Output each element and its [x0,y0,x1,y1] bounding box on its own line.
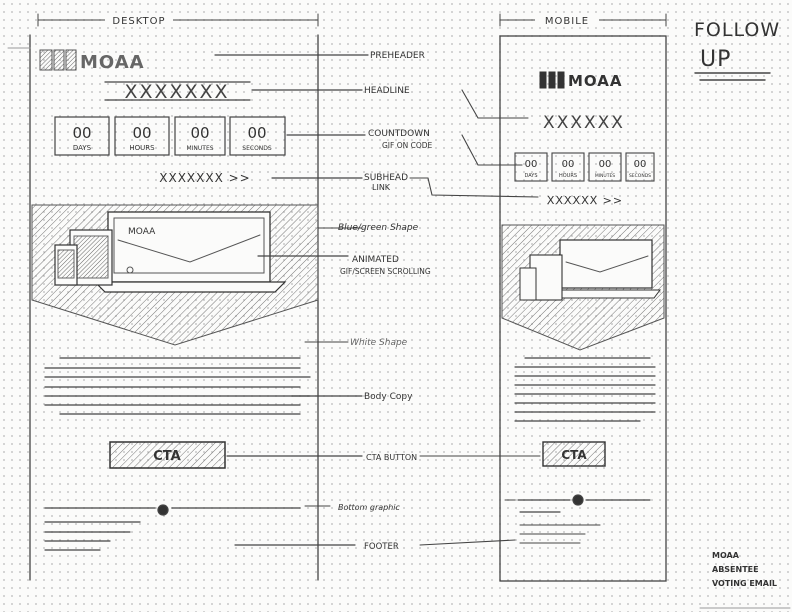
annotation-body-copy: Body Copy [364,392,413,402]
mobile-logo-text: MOAA [568,72,623,90]
mobile-phone-icon [519,267,537,301]
desktop-bottom-graphic [44,504,301,523]
desktop-countdown-days-value: 00 [72,124,91,142]
email-note-line3: VOTING EMAIL [712,579,777,588]
mobile-countdown-seconds-unit: SECONDS [629,173,651,179]
annotation-countdown-sub: GIF ON CODE [382,141,433,150]
mobile-countdown-days-unit: DAYS [524,173,537,179]
annotation-preheader: PREHEADER [370,51,425,61]
email-note-line1: MOAA [712,551,740,560]
mobile-frame [499,13,667,582]
desktop-countdown-days-unit: DAYS [73,144,92,152]
mobile-cta-button[interactable]: CTA [561,448,587,462]
desktop-footer [44,531,131,551]
desktop-headline-text: XXXXXXX [124,81,229,103]
desktop-countdown-seconds-value: 00 [247,124,266,142]
desktop-logo [39,49,77,71]
annotation-subhead-link-sub: LINK [372,183,391,192]
mobile-footer [519,524,601,544]
follow-up-line2: UP [700,47,731,72]
desktop-frame [7,13,319,581]
annotation-white-shape: White Shape [350,338,408,348]
mobile-frame-label: MOBILE [545,16,589,27]
mobile-logo [539,71,565,89]
mobile-countdown [514,152,655,182]
mobile-body-copy [514,357,656,422]
mobile-hero-band [501,224,665,351]
mobile-laptop-icon [559,239,653,289]
annotation-countdown: COUNTDOWN [368,129,430,139]
annotation-blue-green-shape: Blue/green Shape [338,223,419,233]
email-note-line2: ABSENTEE [712,565,759,574]
mobile-countdown-minutes-value: 00 [599,159,612,170]
mobile-countdown-hours-value: 00 [562,159,575,170]
desktop-headline [104,81,251,101]
follow-up-line1: FOLLOW [694,19,780,41]
annotation-headline: HEADLINE [364,86,410,96]
desktop-subhead-link[interactable]: XXXXXXX >> [159,171,250,185]
desktop-countdown-hours-value: 00 [132,124,151,142]
annotation-cta-button: CTA BUTTON [366,453,417,462]
mobile-bottom-graphic [517,494,651,513]
desktop-countdown-minutes-unit: MINUTES [186,145,213,152]
annotation-animated: ANIMATED [352,255,399,265]
mobile-countdown-seconds-value: 00 [634,159,647,170]
annotation-footer: FOOTER [364,542,399,552]
mobile-countdown-minutes-unit: MINUTES [595,173,615,179]
annotation-subhead-link: SUBHEAD [364,173,408,183]
desktop-screen-logo: MOAA [128,227,156,237]
mobile-countdown-hours-unit: HOURS [559,173,577,179]
desktop-logo-text: MOAA [80,52,145,73]
desktop-cta-button[interactable]: CTA [153,449,180,464]
annotation-animated-sub: GIF/SCREEN SCROLLING [340,267,431,276]
desktop-frame-label: DESKTOP [112,16,165,27]
mobile-subhead-link[interactable]: XXXXXX >> [547,194,623,207]
desktop-countdown-minutes-value: 00 [190,124,209,142]
mobile-countdown-days-value: 00 [525,159,538,170]
desktop-countdown-hours-unit: HOURS [129,144,155,152]
desktop-countdown-seconds-unit: SECONDS [242,145,272,152]
desktop-body-copy [44,357,311,415]
desktop-hero-band [31,204,319,346]
desktop-countdown [54,116,286,156]
annotation-bottom-graphic: Bottom graphic [338,503,401,512]
mobile-headline-text: XXXXXX [543,113,625,133]
follow-up-note [694,72,771,81]
